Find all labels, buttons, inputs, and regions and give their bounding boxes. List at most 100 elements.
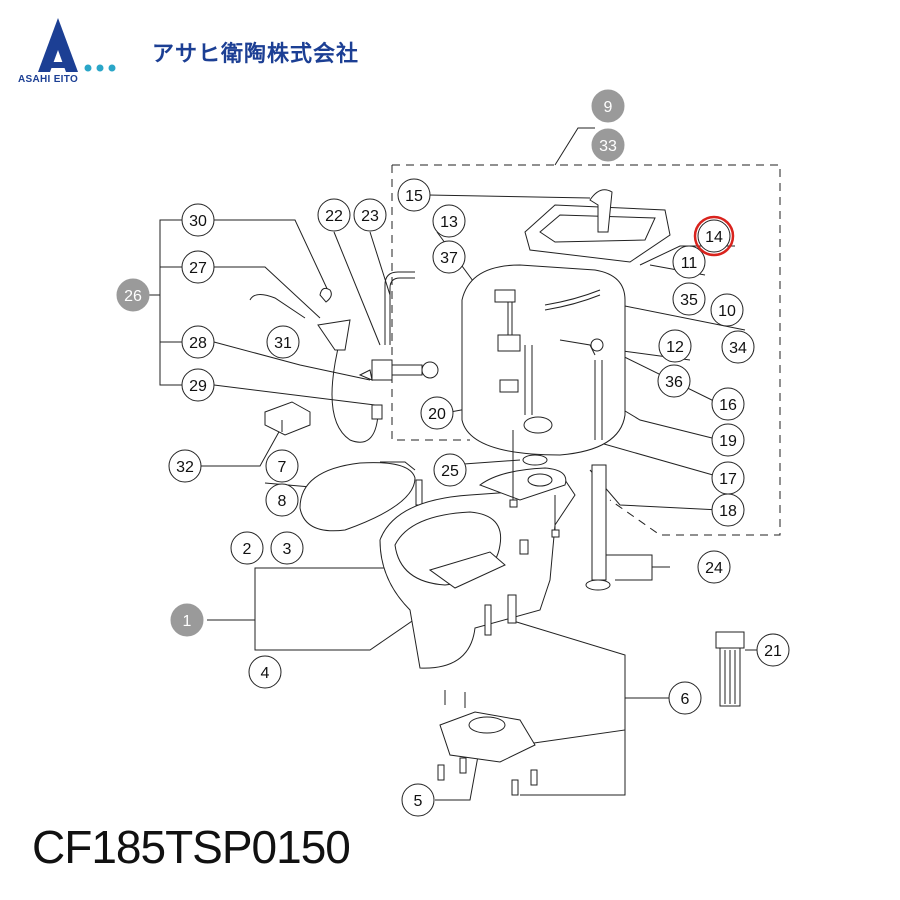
adapter-sleeve	[715, 631, 745, 707]
model-number: CF185TSP0150	[32, 821, 351, 873]
callout-circle	[711, 423, 745, 457]
callout-label: 20	[428, 406, 446, 423]
callout-label: 14	[705, 229, 723, 246]
callout-circle	[721, 330, 755, 364]
callout-3: 3	[270, 531, 304, 565]
callout-label: 15	[405, 188, 423, 205]
flush-valve	[523, 339, 596, 434]
callout-circle	[116, 278, 150, 312]
callout-label: 37	[440, 250, 458, 267]
callout-33: 33	[591, 128, 625, 162]
callout-10: 10	[710, 293, 744, 327]
callout-circle	[265, 483, 299, 517]
callout-label: 12	[666, 339, 684, 356]
callout-circle	[181, 368, 215, 402]
callout-circle	[432, 204, 466, 238]
callout-label: 35	[680, 292, 698, 309]
callout-circle	[657, 364, 691, 398]
bidet-hose	[249, 294, 383, 443]
callout-circle	[270, 531, 304, 565]
callout-circle	[397, 178, 431, 212]
callout-16: 16	[711, 387, 745, 421]
callout-circle	[266, 325, 300, 359]
callout-label: 16	[719, 397, 737, 414]
callout-15: 15	[397, 178, 431, 212]
callout-11: 11	[672, 245, 706, 279]
callout-circle	[711, 493, 745, 527]
callout-circle	[668, 681, 702, 715]
callout-label: 33	[599, 138, 617, 155]
callout-label: 36	[665, 374, 683, 391]
callout-34: 34	[721, 330, 755, 364]
callout-7: 7	[265, 449, 299, 483]
callout-label: 9	[604, 99, 613, 116]
callout-circle	[248, 655, 282, 689]
callout-8: 8	[265, 483, 299, 517]
callout-label: 26	[124, 288, 142, 305]
callout-label: 25	[441, 463, 459, 480]
callout-label: 4	[261, 665, 270, 682]
callout-circle	[265, 449, 299, 483]
callout-circle	[317, 198, 351, 232]
callout-label: 28	[189, 335, 207, 352]
callout-label: 24	[705, 560, 723, 577]
callout-label: 2	[243, 541, 252, 558]
callout-label: 3	[283, 541, 292, 558]
hose-holder	[264, 401, 311, 436]
callout-circle	[433, 453, 467, 487]
callout-circle	[181, 203, 215, 237]
callout-circle	[420, 396, 454, 430]
callout-21: 21	[756, 633, 790, 667]
callout-36: 36	[657, 364, 691, 398]
toilet-bowl	[379, 454, 576, 669]
callout-4: 4	[248, 655, 282, 689]
callout-circle	[658, 329, 692, 363]
callout-20: 20	[420, 396, 454, 430]
company-name: アサヒ衛陶株式会社	[152, 41, 360, 66]
callout-label: 21	[764, 643, 782, 660]
callout-2: 2	[230, 531, 264, 565]
callout-1: 1	[170, 603, 204, 637]
callout-9: 9	[591, 89, 625, 123]
callout-label: 31	[274, 335, 292, 352]
callout-circle	[672, 245, 706, 279]
callout-circle	[710, 293, 744, 327]
callout-circle	[181, 325, 215, 359]
supply-pipe	[358, 271, 439, 381]
callout-label: 32	[176, 459, 194, 476]
callout-label: 7	[278, 459, 287, 476]
callout-24: 24	[697, 550, 731, 584]
callout-28: 28	[181, 325, 215, 359]
callout-6: 6	[668, 681, 702, 715]
callout-29: 29	[181, 368, 215, 402]
callout-circle	[591, 89, 625, 123]
callout-label: 23	[361, 208, 379, 225]
callout-label: 11	[681, 255, 698, 272]
callout-27: 27	[181, 250, 215, 284]
floor-flange	[437, 690, 538, 796]
callout-label: 13	[440, 214, 458, 231]
fill-valve	[494, 289, 521, 393]
asahi-eito-logo	[18, 14, 128, 86]
callout-14: 14	[693, 215, 735, 257]
callout-13: 13	[432, 204, 466, 238]
callout-23: 23	[353, 198, 387, 232]
callout-circle	[170, 603, 204, 637]
callout-label: 1	[183, 613, 192, 630]
logo-text: ASAHI EITO	[18, 74, 79, 85]
callout-5: 5	[401, 783, 435, 817]
callout-circle	[181, 250, 215, 284]
callout-17: 17	[711, 461, 745, 495]
callout-35: 35	[672, 282, 706, 316]
hose-hook	[319, 287, 332, 303]
callout-label: 30	[189, 213, 207, 230]
callout-37: 37	[432, 240, 466, 274]
tank-body	[461, 264, 626, 456]
callout-circle	[353, 198, 387, 232]
callout-circle	[401, 783, 435, 817]
callout-circle	[711, 387, 745, 421]
tank-lid-basin	[524, 189, 671, 263]
callout-circle	[756, 633, 790, 667]
toilet-seat	[299, 461, 423, 532]
highlight-ring	[693, 215, 735, 257]
